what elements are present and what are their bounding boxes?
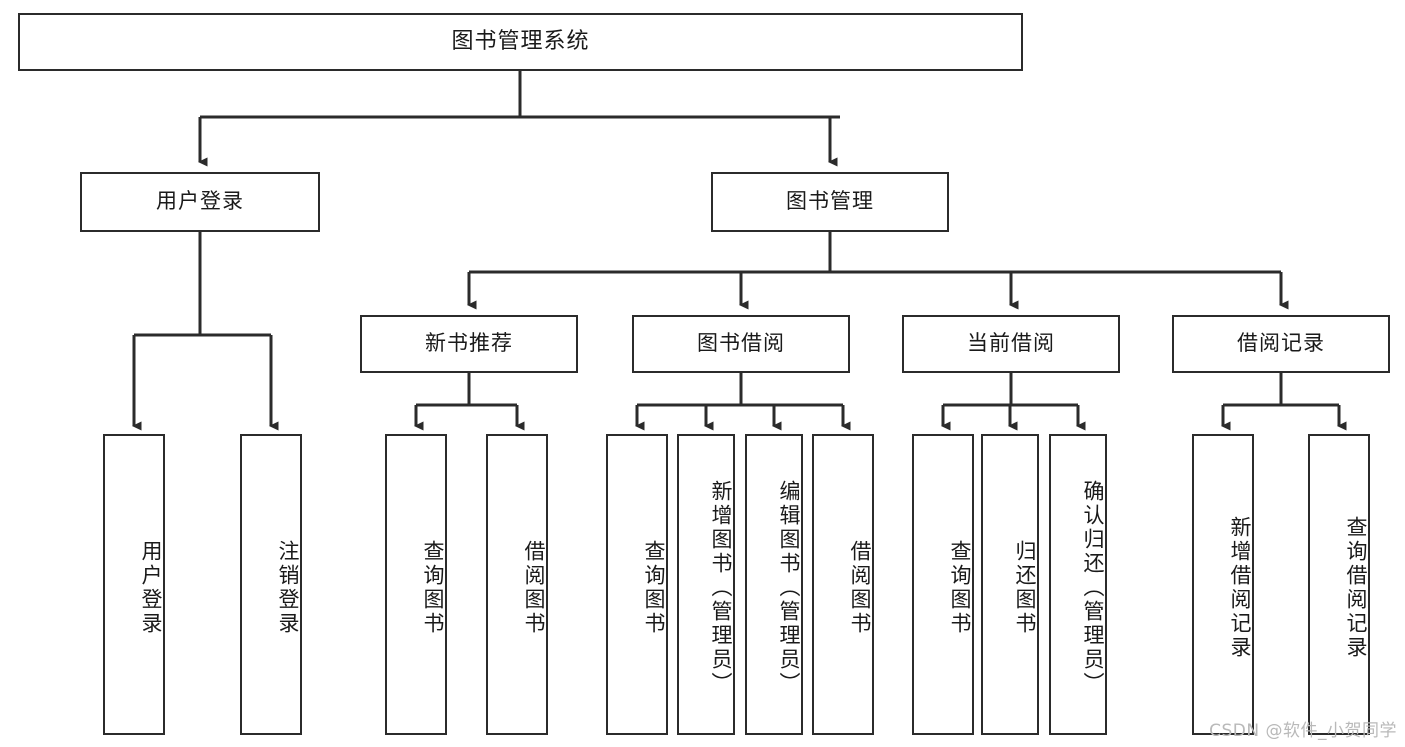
node-label: 图书管理	[786, 189, 874, 214]
leaf-add-book-admin[interactable]: 新增图书（管理员）	[677, 434, 735, 735]
csdn-watermark: CSDN @软件_小贺同学	[1209, 721, 1397, 741]
leaf-return-book[interactable]: 归还图书	[981, 434, 1039, 735]
leaf-query-book-3[interactable]: 查询图书	[912, 434, 974, 735]
node-label: 借阅图书	[522, 539, 546, 636]
node-label: 用户登录	[156, 189, 244, 214]
leaf-query-borrowing-record[interactable]: 查询借阅记录	[1308, 434, 1370, 735]
node-label: 借阅图书	[848, 539, 872, 636]
leaf-logout[interactable]: 注销登录	[240, 434, 302, 735]
node-label: 新增借阅记录	[1228, 515, 1252, 660]
leaf-edit-book-admin[interactable]: 编辑图书（管理员）	[745, 434, 803, 735]
leaf-query-book-1[interactable]: 查询图书	[385, 434, 447, 735]
node-label: 用户登录	[139, 539, 163, 636]
leaf-borrow-book-2[interactable]: 借阅图书	[812, 434, 874, 735]
node-label: 图书管理系统	[451, 28, 590, 54]
node-new-book-recommendation[interactable]: 新书推荐	[360, 315, 578, 373]
leaf-user-login[interactable]: 用户登录	[103, 434, 165, 735]
node-label: 图书借阅	[697, 331, 785, 356]
node-label: 借阅记录	[1237, 331, 1325, 356]
node-label: 归还图书	[1013, 539, 1037, 636]
node-label: 查询图书	[642, 539, 666, 636]
node-book-management[interactable]: 图书管理	[711, 172, 949, 232]
leaf-query-book-2[interactable]: 查询图书	[606, 434, 668, 735]
node-label: 新书推荐	[425, 331, 513, 356]
node-label: 新增图书（管理员）	[709, 479, 733, 696]
leaf-add-borrowing-record[interactable]: 新增借阅记录	[1192, 434, 1254, 735]
leaf-borrow-book-1[interactable]: 借阅图书	[486, 434, 548, 735]
node-book-borrowing[interactable]: 图书借阅	[632, 315, 850, 373]
node-user-login[interactable]: 用户登录	[80, 172, 320, 232]
leaf-confirm-return-admin[interactable]: 确认归还（管理员）	[1049, 434, 1107, 735]
node-label: 编辑图书（管理员）	[777, 479, 801, 696]
node-label: 注销登录	[276, 539, 300, 636]
node-borrowing-record[interactable]: 借阅记录	[1172, 315, 1390, 373]
node-label: 确认归还（管理员）	[1081, 479, 1105, 696]
node-label: 查询图书	[948, 539, 972, 636]
node-label: 当前借阅	[967, 331, 1055, 356]
node-root-book-management-system[interactable]: 图书管理系统	[18, 13, 1023, 71]
node-label: 查询图书	[421, 539, 445, 636]
node-current-borrowing[interactable]: 当前借阅	[902, 315, 1120, 373]
node-label: 查询借阅记录	[1344, 515, 1368, 660]
